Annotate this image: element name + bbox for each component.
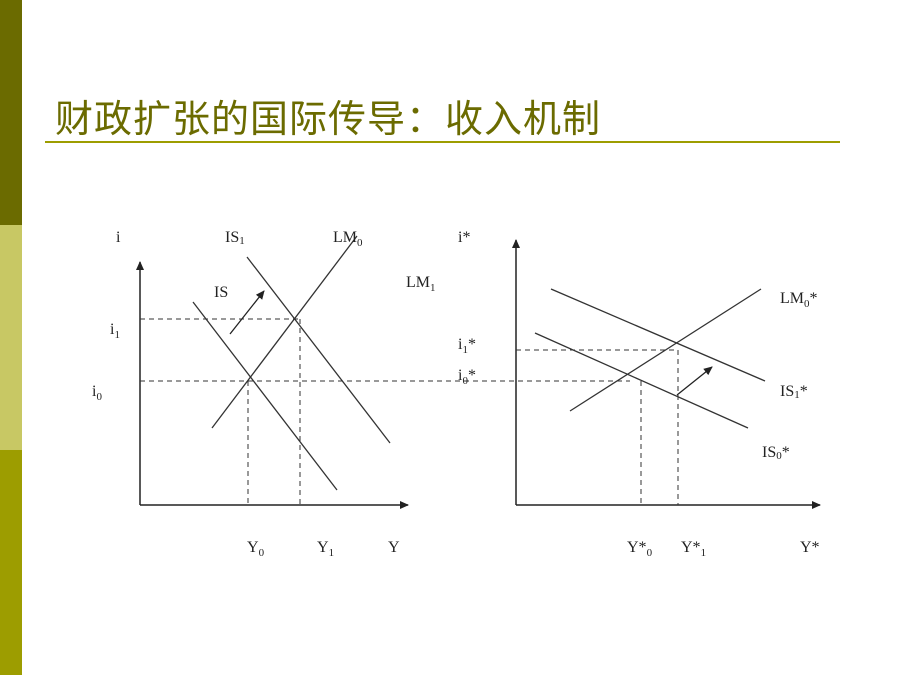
sidebar-segment-middle (0, 225, 22, 450)
sidebar-segment-bottom (0, 450, 22, 675)
left-lm-curve (211, 235, 358, 429)
right-is0-curve (534, 332, 749, 429)
slide-title: 财政扩张的国际传导：收入机制 (55, 97, 602, 141)
left-panel: i Y IS1 IS LM0 LM1 i1 i0 Y0 Y1 (92, 229, 436, 559)
right-x-axis-label: Y* (800, 539, 820, 556)
sidebar-segment-top (0, 0, 22, 225)
right-i0-tick-label: i0* (458, 367, 476, 387)
left-lm1-label: LM1 (406, 274, 436, 294)
left-is-curve (192, 301, 338, 491)
left-i1-tick-label: i1 (110, 321, 120, 341)
right-y0-tick-label: Y*0 (627, 539, 653, 559)
left-y-axis-label: i (116, 229, 121, 246)
right-y1-tick-label: Y*1 (681, 539, 706, 559)
left-is1-curve (246, 256, 391, 444)
title-underline (45, 141, 840, 143)
left-lm0-label: LM0 (333, 229, 363, 249)
left-is1-label: IS1 (225, 229, 245, 247)
left-is-shift-arrow (229, 290, 265, 335)
left-y0-tick-label: Y0 (247, 539, 265, 559)
right-lm0-curve (569, 288, 762, 412)
right-i1-tick-label: i1* (458, 336, 476, 356)
right-lm0-label: LM0* (780, 290, 818, 310)
right-is0-label: IS0* (762, 444, 790, 462)
right-is1-curve (550, 288, 766, 382)
right-is1-label: IS1* (780, 383, 808, 401)
left-x-axis-label: Y (388, 539, 400, 556)
right-y-axis-label: i* (458, 229, 470, 246)
right-panel: i* Y* LM0* IS1* IS0* i1* i0* Y*0 Y*1 (458, 229, 821, 559)
left-i0-tick-label: i0 (92, 383, 102, 403)
left-y1-tick-label: Y1 (317, 539, 334, 559)
left-is-label: IS (214, 284, 228, 301)
sidebar-stripe (0, 0, 22, 675)
right-is-shift-arrow (676, 366, 713, 396)
